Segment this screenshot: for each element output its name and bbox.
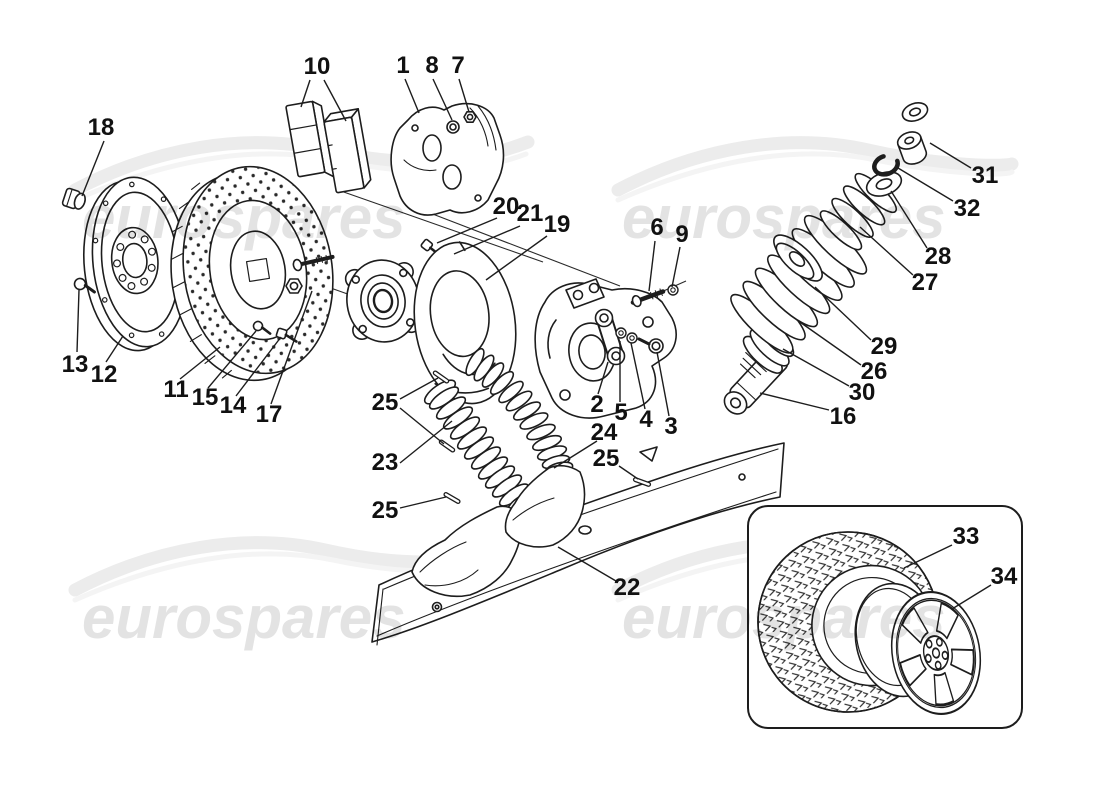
brake-caliper-drawing	[390, 102, 505, 216]
brake-pads-drawing	[285, 100, 372, 194]
callout-29: 29	[870, 333, 898, 360]
callout-16: 16	[829, 403, 857, 430]
callout-26: 26	[860, 358, 888, 385]
callout-34: 34	[990, 563, 1018, 590]
disc-mounting-bell-drawing	[82, 176, 189, 352]
link-bracket-fasteners-drawing	[594, 284, 679, 366]
callout-23: 23	[371, 449, 399, 476]
callout-2: 2	[590, 391, 604, 418]
watermark-text-top-right: eurospares	[622, 184, 946, 251]
callout-5: 5	[614, 399, 628, 426]
callout-18: 18	[87, 114, 115, 141]
callout-31: 31	[971, 162, 999, 189]
callout-25-c: 25	[371, 497, 399, 524]
callout-25-a: 25	[371, 389, 399, 416]
callout-28: 28	[924, 243, 952, 270]
callout-12: 12	[90, 361, 118, 388]
brake-disc-drawing	[170, 165, 334, 382]
wheel-rim-drawing	[890, 591, 982, 715]
callout-7: 7	[451, 52, 465, 79]
callout-17: 17	[255, 401, 283, 428]
callout-32: 32	[953, 195, 981, 222]
plug-bolt-drawing	[61, 187, 96, 294]
callout-22: 22	[613, 574, 641, 601]
callout-10: 10	[303, 53, 331, 80]
callout-27: 27	[911, 269, 939, 296]
disc-fixing-hardware-drawing	[252, 254, 335, 343]
callout-9: 9	[675, 221, 689, 248]
air-scoop-right-drawing	[504, 464, 592, 548]
watermark-text-bottom-right: eurospares	[622, 584, 946, 651]
callout-leader-lines	[76, 78, 992, 610]
callout-25-b: 25	[592, 445, 620, 472]
swoosh-watermark-top-right	[611, 136, 1019, 203]
shock-absorber-drawing	[723, 102, 929, 415]
watermark-text-bottom-left: eurospares	[82, 584, 406, 651]
callout-1: 1	[396, 52, 410, 79]
callout-21: 21	[516, 200, 544, 227]
watermark-text-top-left: eurospares	[82, 184, 406, 251]
callout-6: 6	[650, 214, 664, 241]
callout-4: 4	[639, 406, 653, 433]
callout-15: 15	[191, 384, 219, 411]
callout-33: 33	[952, 523, 980, 550]
callout-19: 19	[543, 211, 571, 238]
callout-11: 11	[163, 376, 189, 403]
callout-30: 30	[848, 379, 876, 406]
callout-8: 8	[425, 52, 439, 79]
callout-13: 13	[61, 351, 89, 378]
callout-24: 24	[590, 419, 618, 446]
callout-20: 20	[492, 193, 520, 220]
wheel-hub-drawing	[344, 259, 422, 343]
cooling-hose-right-drawing	[465, 347, 574, 477]
callout-14: 14	[219, 392, 247, 419]
wheel-tyre-inset-box	[747, 505, 1023, 729]
callout-3: 3	[664, 413, 678, 440]
